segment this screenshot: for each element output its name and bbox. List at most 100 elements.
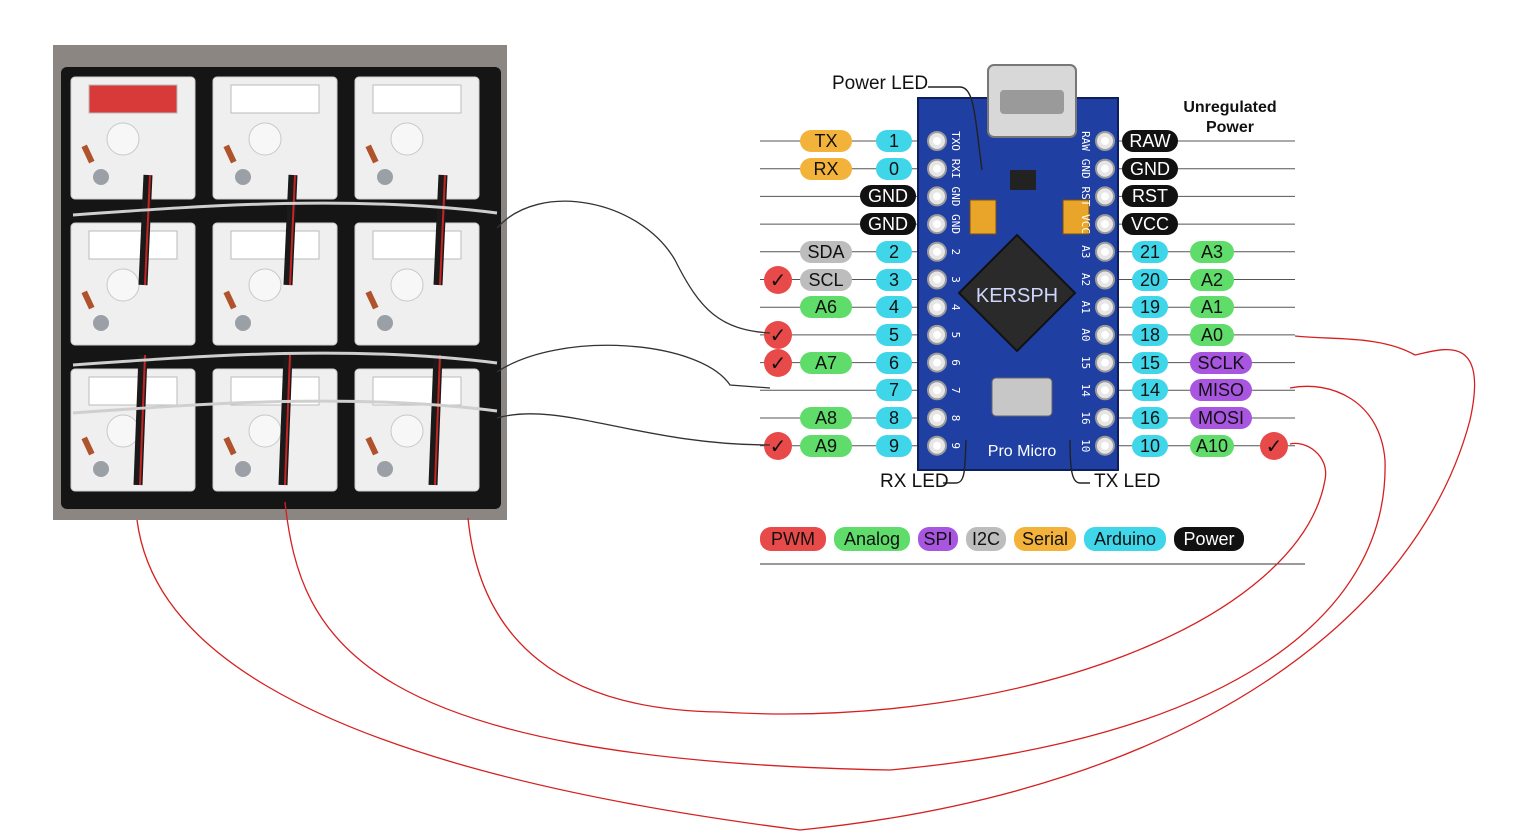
silk-right: RAW	[1079, 131, 1092, 151]
left-pin-function: GND	[860, 213, 916, 236]
legend-analog: Analog	[834, 527, 910, 551]
right-pin-function: RAW	[1122, 130, 1178, 152]
key-switch	[70, 76, 196, 200]
usb-port	[1000, 90, 1064, 114]
legend-spi: SPI	[918, 527, 958, 551]
left-pin-number: 5	[876, 323, 912, 346]
silk-left: GND	[949, 186, 962, 206]
left-pin-function: A6	[800, 296, 852, 319]
power-led-leader	[928, 86, 983, 171]
right-pin-number: 19	[1132, 296, 1168, 319]
right-pin-function: GND	[1122, 157, 1178, 180]
left-pin-number: 8	[876, 407, 912, 429]
right-pin-number: 20	[1132, 268, 1168, 291]
unregulated-power-label: Unregulated Power	[1183, 99, 1277, 136]
left-pin-number: 4	[876, 296, 912, 319]
silk-right: 14	[1079, 384, 1092, 398]
right-pin-number: 21	[1132, 240, 1168, 263]
right-pin-function: A3	[1190, 240, 1234, 263]
right-pin-function: VCC	[1122, 213, 1178, 236]
rx-led-label: RX LED	[880, 471, 949, 492]
right-pin-number: 15	[1132, 351, 1168, 374]
silk-left: 7	[949, 387, 962, 394]
right-pin-function: MISO	[1190, 379, 1252, 402]
right-pin-number: 18	[1132, 323, 1168, 346]
mcu-chip	[957, 233, 1077, 353]
chip-watermark: KERSPH	[976, 285, 1058, 307]
board-name: Pro Micro	[988, 443, 1057, 460]
right-pin-number: 14	[1132, 379, 1168, 402]
key-switch	[70, 222, 196, 346]
silk-right: GND	[1079, 159, 1092, 179]
silk-left: 4	[949, 304, 962, 311]
silk-right: RST	[1079, 186, 1092, 206]
silk-left: GND	[949, 214, 962, 234]
right-pin-function: RST	[1122, 185, 1178, 208]
pwm-check-icon: ✓	[764, 431, 792, 460]
pwm-check-icon: ✓	[764, 348, 792, 377]
silk-left: 8	[949, 415, 962, 422]
silk-left: 3	[949, 276, 962, 283]
legend-serial: Serial	[1014, 527, 1076, 551]
silk-left: RXI	[949, 159, 962, 179]
left-pin-function: A8	[800, 407, 852, 429]
key-switch	[354, 368, 480, 492]
legend-pwm: PWM	[760, 527, 826, 551]
left-pin-function: A7	[800, 351, 852, 374]
key-switch	[212, 76, 338, 200]
key-switch	[70, 368, 196, 492]
key-switch	[354, 222, 480, 346]
column-wire-top	[138, 174, 153, 286]
capacitor-left	[969, 199, 997, 235]
tx-led-label: TX LED	[1094, 471, 1161, 492]
silk-left: 9	[949, 442, 962, 449]
silk-right: A2	[1079, 273, 1092, 286]
pwm-check-icon: ✓	[764, 320, 792, 349]
pwm-check-icon: ✓	[1260, 431, 1288, 460]
key-switch	[212, 222, 338, 346]
row-wire	[72, 201, 498, 217]
silk-right: A3	[1079, 245, 1092, 258]
left-pin-number: 1	[876, 130, 912, 152]
silk-right: 16	[1079, 411, 1092, 424]
power-led-label: Power LED	[832, 73, 929, 94]
right-pin-function: A0	[1190, 323, 1234, 346]
regulator	[1010, 170, 1036, 190]
silk-right: VCC	[1079, 214, 1092, 234]
key-switch	[212, 368, 338, 492]
silk-left: 5	[949, 332, 962, 339]
wire-row1	[496, 200, 771, 334]
left-pin-function: TX	[800, 130, 852, 152]
left-pin-number: 7	[876, 379, 912, 402]
left-pin-function: A9	[800, 434, 852, 457]
capacitor-right	[1062, 199, 1090, 235]
right-pin-function: A1	[1190, 296, 1234, 319]
silk-left: TXO	[949, 131, 962, 151]
left-pin-function: GND	[860, 185, 916, 208]
legend-arduino: Arduino	[1084, 527, 1166, 551]
left-pin-number: 9	[876, 434, 912, 457]
silk-right: A0	[1079, 328, 1092, 341]
keypad-photo	[53, 45, 507, 520]
silk-left: 2	[949, 248, 962, 255]
crystal	[991, 377, 1053, 417]
left-pin-number: 3	[876, 268, 912, 291]
left-pin-number: 2	[876, 240, 912, 263]
keypad-illustration	[53, 45, 507, 520]
right-pin-number: 16	[1132, 407, 1168, 429]
right-pin-function: MOSI	[1190, 407, 1252, 429]
pro-micro-pinout: KERSPH Pro Micro TXO RAW RXI GND GND RST GND VCC 2…	[760, 60, 1305, 570]
column-wire-top	[433, 174, 448, 286]
right-pin-function: SCLK	[1190, 351, 1252, 374]
key-switch	[354, 76, 480, 200]
left-pin-function: SDA	[800, 240, 852, 263]
column-wire-top	[283, 174, 298, 286]
silk-right: A1	[1079, 301, 1092, 314]
left-pin-number: 6	[876, 351, 912, 374]
right-pin-number: 10	[1132, 434, 1168, 457]
legend-power: Power	[1174, 527, 1244, 551]
silk-right: 10	[1079, 439, 1092, 452]
pwm-check-icon: ✓	[764, 265, 792, 294]
left-pin-function: RX	[800, 157, 852, 180]
left-pin-function: SCL	[800, 268, 852, 291]
